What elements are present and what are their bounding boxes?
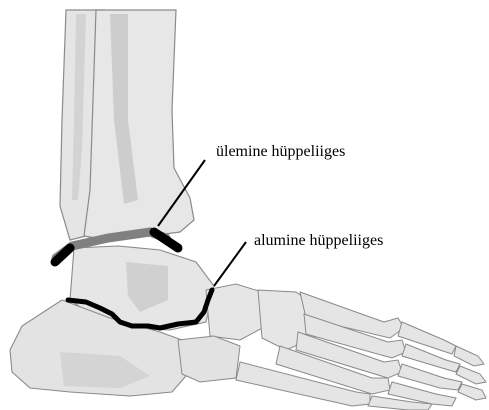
navicular-bone (206, 284, 266, 340)
tibia-bone (84, 10, 194, 240)
lower-ankle-joint-label: alumine hüppeliiges (254, 233, 383, 249)
cuboid-bone (178, 336, 240, 382)
upper-ankle-joint-label: ülemine hüppeliiges (216, 144, 345, 160)
upper-ankle-joint-end-left (55, 248, 70, 262)
lower-joint-leader-line (214, 242, 246, 286)
